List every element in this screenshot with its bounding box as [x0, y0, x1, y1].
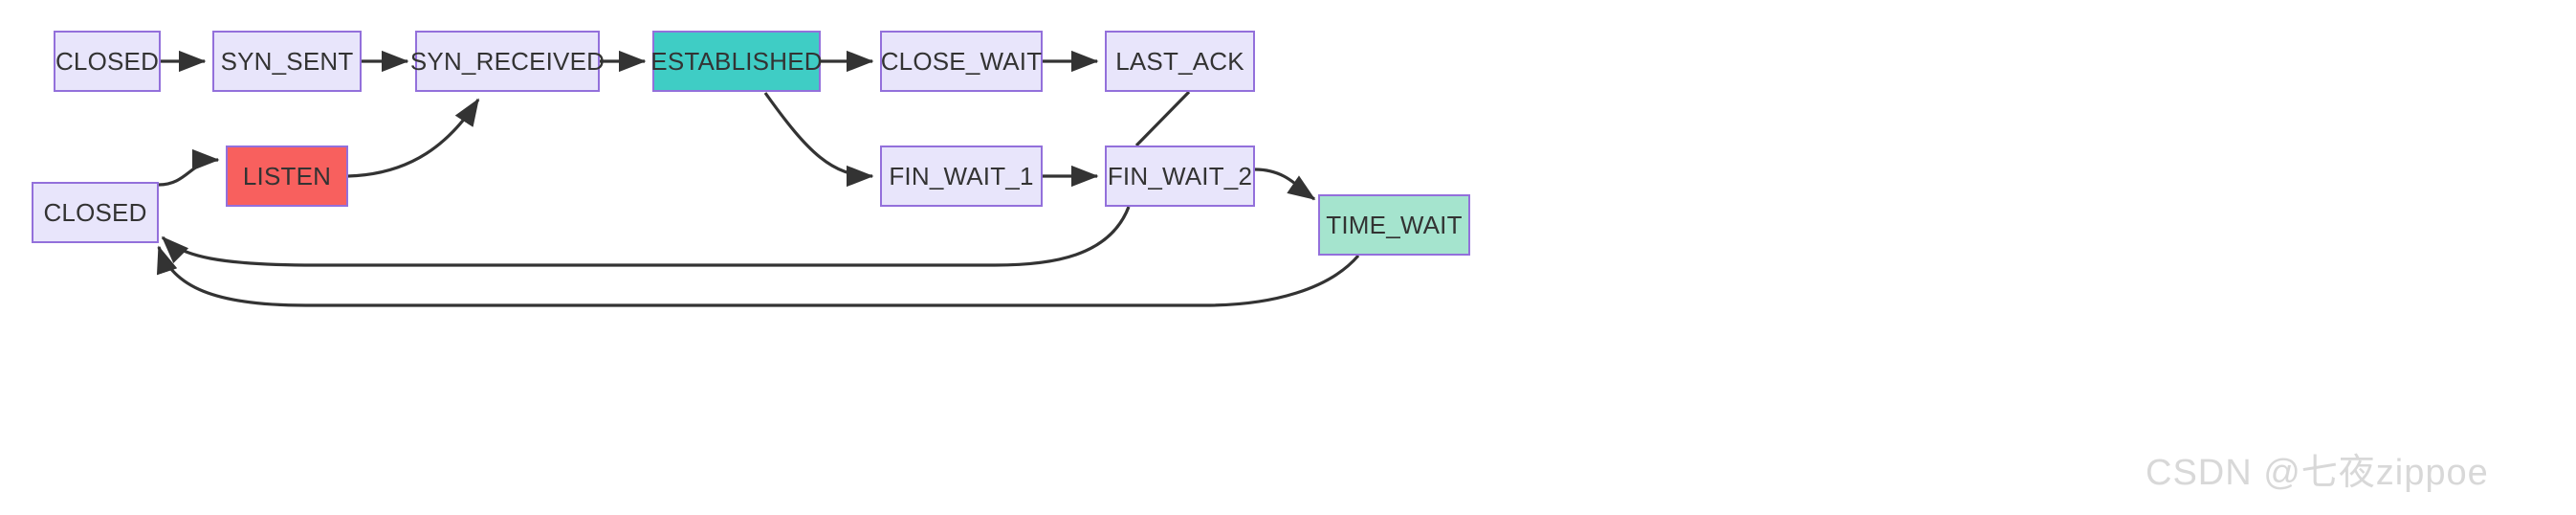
- state-node-label: FIN_WAIT_2: [1107, 161, 1253, 190]
- state-node-label: SYN_SENT: [220, 46, 354, 76]
- state-node-label: CLOSE_WAIT: [880, 46, 1043, 76]
- state-node-syn-received[interactable]: SYN_RECEIVED: [410, 31, 605, 92]
- watermark-text: CSDN @七夜zippoe: [2146, 453, 2489, 493]
- state-node-established[interactable]: ESTABLISHED: [650, 31, 823, 92]
- state-node-close-wait[interactable]: CLOSE_WAIT: [880, 31, 1043, 92]
- edge-established-to-fin-wait-1: [763, 92, 874, 188]
- state-node-listen[interactable]: LISTEN: [226, 146, 348, 207]
- edge-last-ack-to-fin-wait-2: [1134, 90, 1191, 147]
- edge-closed-bottom-to-listen: [158, 148, 220, 187]
- edge-listen-to-syn-received: [347, 98, 480, 178]
- state-node-label: ESTABLISHED: [650, 46, 823, 76]
- state-node-label: TIME_WAIT: [1326, 210, 1463, 239]
- state-node-label: CLOSED: [43, 197, 147, 227]
- state-node-label: CLOSED: [55, 46, 160, 76]
- state-node-fin-wait-1[interactable]: FIN_WAIT_1: [880, 146, 1043, 207]
- state-node-closed-bottom[interactable]: CLOSED: [32, 182, 159, 243]
- state-node-label: FIN_WAIT_1: [889, 161, 1034, 190]
- state-node-label: LAST_ACK: [1115, 46, 1244, 76]
- state-node-last-ack[interactable]: LAST_ACK: [1105, 31, 1255, 92]
- state-node-label: SYN_RECEIVED: [409, 46, 605, 76]
- state-node-fin-wait-2[interactable]: FIN_WAIT_2: [1105, 146, 1255, 207]
- edge-fin-wait-2-to-closed-bottom: [161, 206, 1131, 267]
- state-node-label: LISTEN: [242, 161, 332, 190]
- edge-time-wait-to-closed-bottom: [157, 245, 1360, 307]
- state-node-syn-sent[interactable]: SYN_SENT: [212, 31, 362, 92]
- state-node-closed-top[interactable]: CLOSED: [54, 31, 161, 92]
- state-node-time-wait[interactable]: TIME_WAIT: [1318, 194, 1470, 256]
- edge-fin-wait-2-to-time-wait: [1254, 168, 1316, 201]
